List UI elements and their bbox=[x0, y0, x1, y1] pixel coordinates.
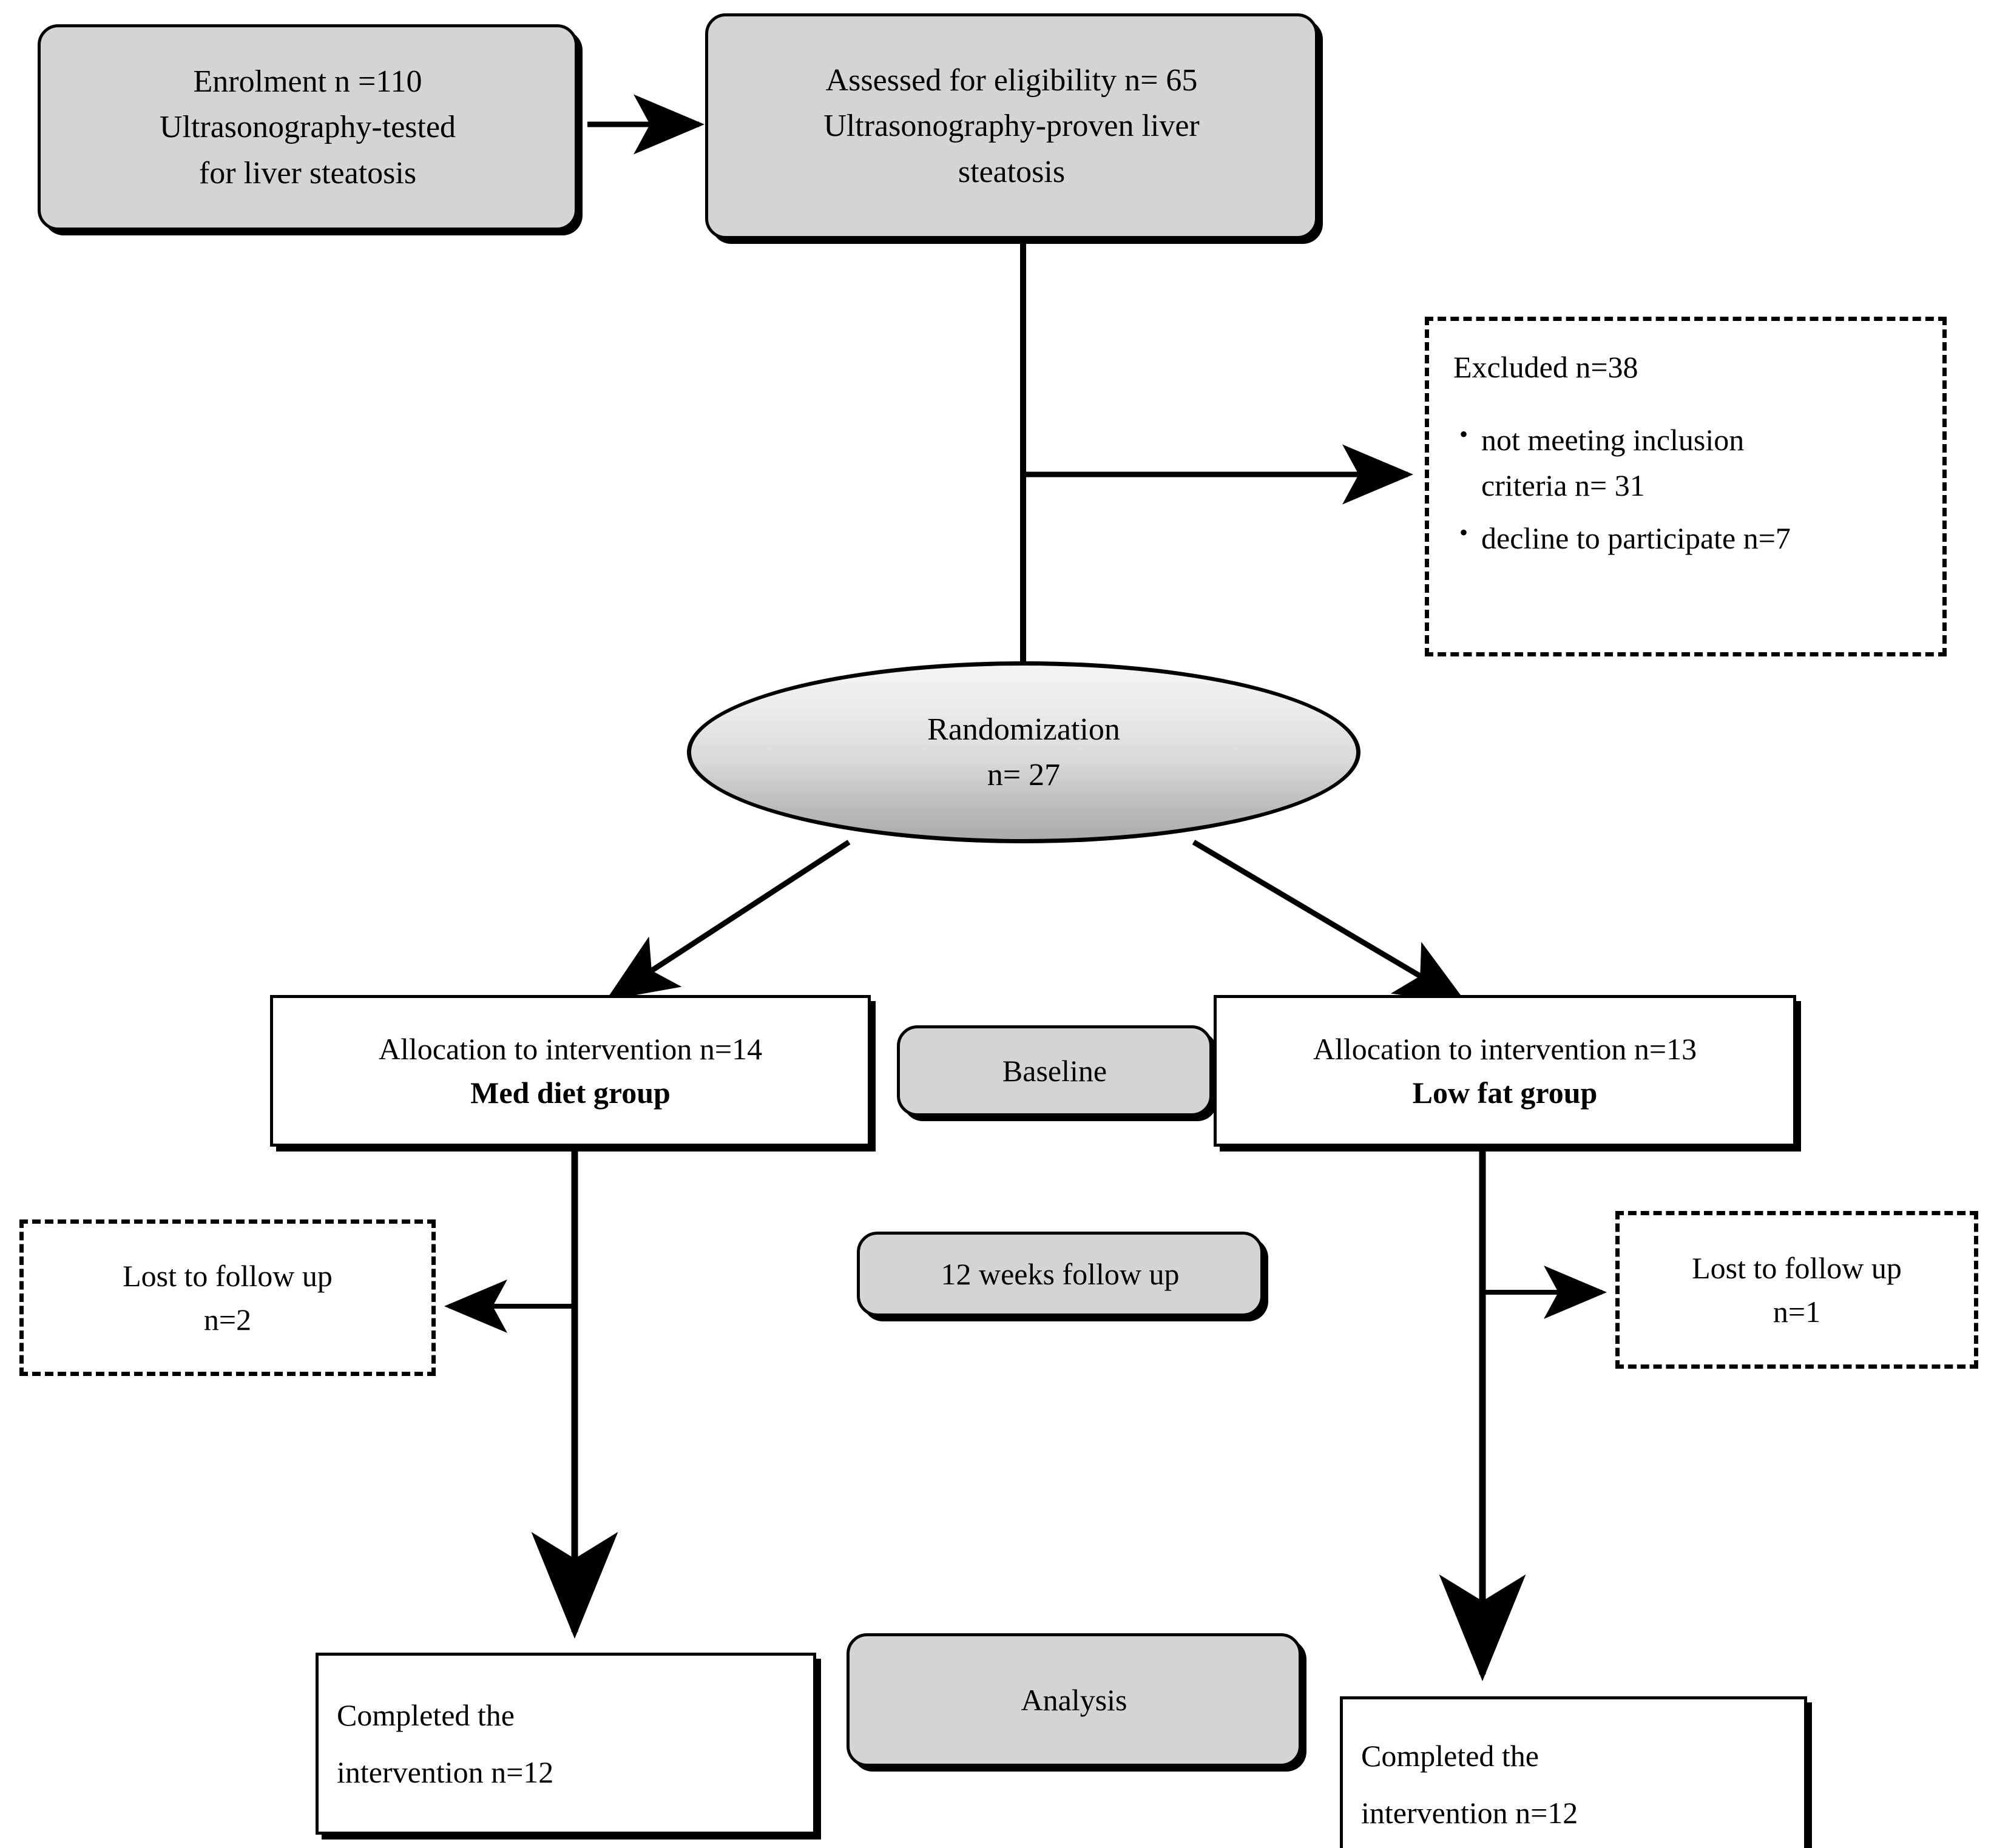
completed-left-line-2: intervention n=12 bbox=[337, 1755, 554, 1789]
node-assessed-for-eligibility: Assessed for eligibility n= 65 Ultrasono… bbox=[705, 13, 1318, 239]
enrolment-line-3: for liver steatosis bbox=[198, 155, 417, 191]
node-lost-to-follow-up-med-diet: Lost to follow up n=2 bbox=[19, 1219, 436, 1376]
lost-right-line-1: Lost to follow up bbox=[1692, 1250, 1902, 1285]
bullet-icon: • bbox=[1459, 420, 1468, 448]
randomization-line-2: n= 27 bbox=[987, 758, 1061, 792]
completed-right-line-1: Completed the bbox=[1361, 1738, 1539, 1773]
allocation-left-line-1: Allocation to intervention n=14 bbox=[378, 1031, 763, 1066]
node-allocation-low-fat: Allocation to intervention n=13 Low fat … bbox=[1214, 995, 1796, 1147]
node-completed-med-diet: Completed the intervention n=12 bbox=[316, 1653, 816, 1835]
eligibility-line-3: steatosis bbox=[958, 154, 1066, 189]
lost-left-line-1: Lost to follow up bbox=[123, 1258, 333, 1293]
completed-right-line-2: intervention n=12 bbox=[1361, 1796, 1578, 1830]
node-excluded: Excluded n=38 • not meeting inclusion cr… bbox=[1425, 317, 1947, 656]
excluded-header: Excluded n=38 bbox=[1453, 350, 1638, 384]
stage-followup-label: 12 weeks follow up bbox=[941, 1256, 1180, 1291]
enrolment-line-1: Enrolment n =110 bbox=[193, 64, 422, 99]
allocation-right-line-1: Allocation to intervention n=13 bbox=[1313, 1031, 1697, 1066]
bullet-icon: • bbox=[1459, 518, 1468, 546]
excluded-reason-2-line-1: decline to participate n=7 bbox=[1481, 521, 1791, 555]
randomization-line-1: Randomization bbox=[927, 712, 1120, 747]
excluded-reason-1-line-1: not meeting inclusion bbox=[1481, 422, 1745, 457]
eligibility-line-2: Ultrasonography-proven liver bbox=[823, 109, 1200, 144]
node-completed-low-fat: Completed the intervention n=12 bbox=[1340, 1696, 1807, 1848]
node-enrolment: Enrolment n =110 Ultrasonography-tested … bbox=[38, 24, 578, 231]
node-lost-to-follow-up-low-fat: Lost to follow up n=1 bbox=[1615, 1211, 1978, 1369]
stage-baseline: Baseline bbox=[897, 1025, 1212, 1116]
stage-12-weeks-follow-up: 12 weeks follow up bbox=[857, 1232, 1263, 1317]
edge-randomization-to-med-diet bbox=[606, 840, 851, 1000]
stage-baseline-label: Baseline bbox=[1002, 1053, 1107, 1088]
excluded-reason-1-line-2: criteria n= 31 bbox=[1481, 468, 1645, 502]
stage-analysis-label: Analysis bbox=[1021, 1682, 1127, 1717]
edge-randomization-to-low-fat bbox=[1192, 840, 1467, 1004]
lost-right-line-2: n=1 bbox=[1773, 1295, 1821, 1329]
excluded-reason-item: • not meeting inclusion criteria n= 31 bbox=[1458, 417, 1791, 508]
enrolment-line-2: Ultrasonography-tested bbox=[159, 110, 456, 145]
node-randomization: Randomization n= 27 bbox=[687, 661, 1360, 843]
lost-left-line-2: n=2 bbox=[203, 1303, 252, 1337]
stage-analysis: Analysis bbox=[847, 1633, 1302, 1767]
allocation-left-group-label: Med diet group bbox=[470, 1076, 671, 1110]
excluded-reason-list: • not meeting inclusion criteria n= 31 •… bbox=[1453, 417, 1791, 568]
node-allocation-med-diet: Allocation to intervention n=14 Med diet… bbox=[270, 995, 871, 1147]
allocation-right-group-label: Low fat group bbox=[1412, 1076, 1598, 1110]
completed-left-line-1: Completed the bbox=[337, 1698, 515, 1732]
eligibility-line-1: Assessed for eligibility n= 65 bbox=[825, 62, 1198, 98]
excluded-reason-item: • decline to participate n=7 bbox=[1458, 516, 1791, 561]
